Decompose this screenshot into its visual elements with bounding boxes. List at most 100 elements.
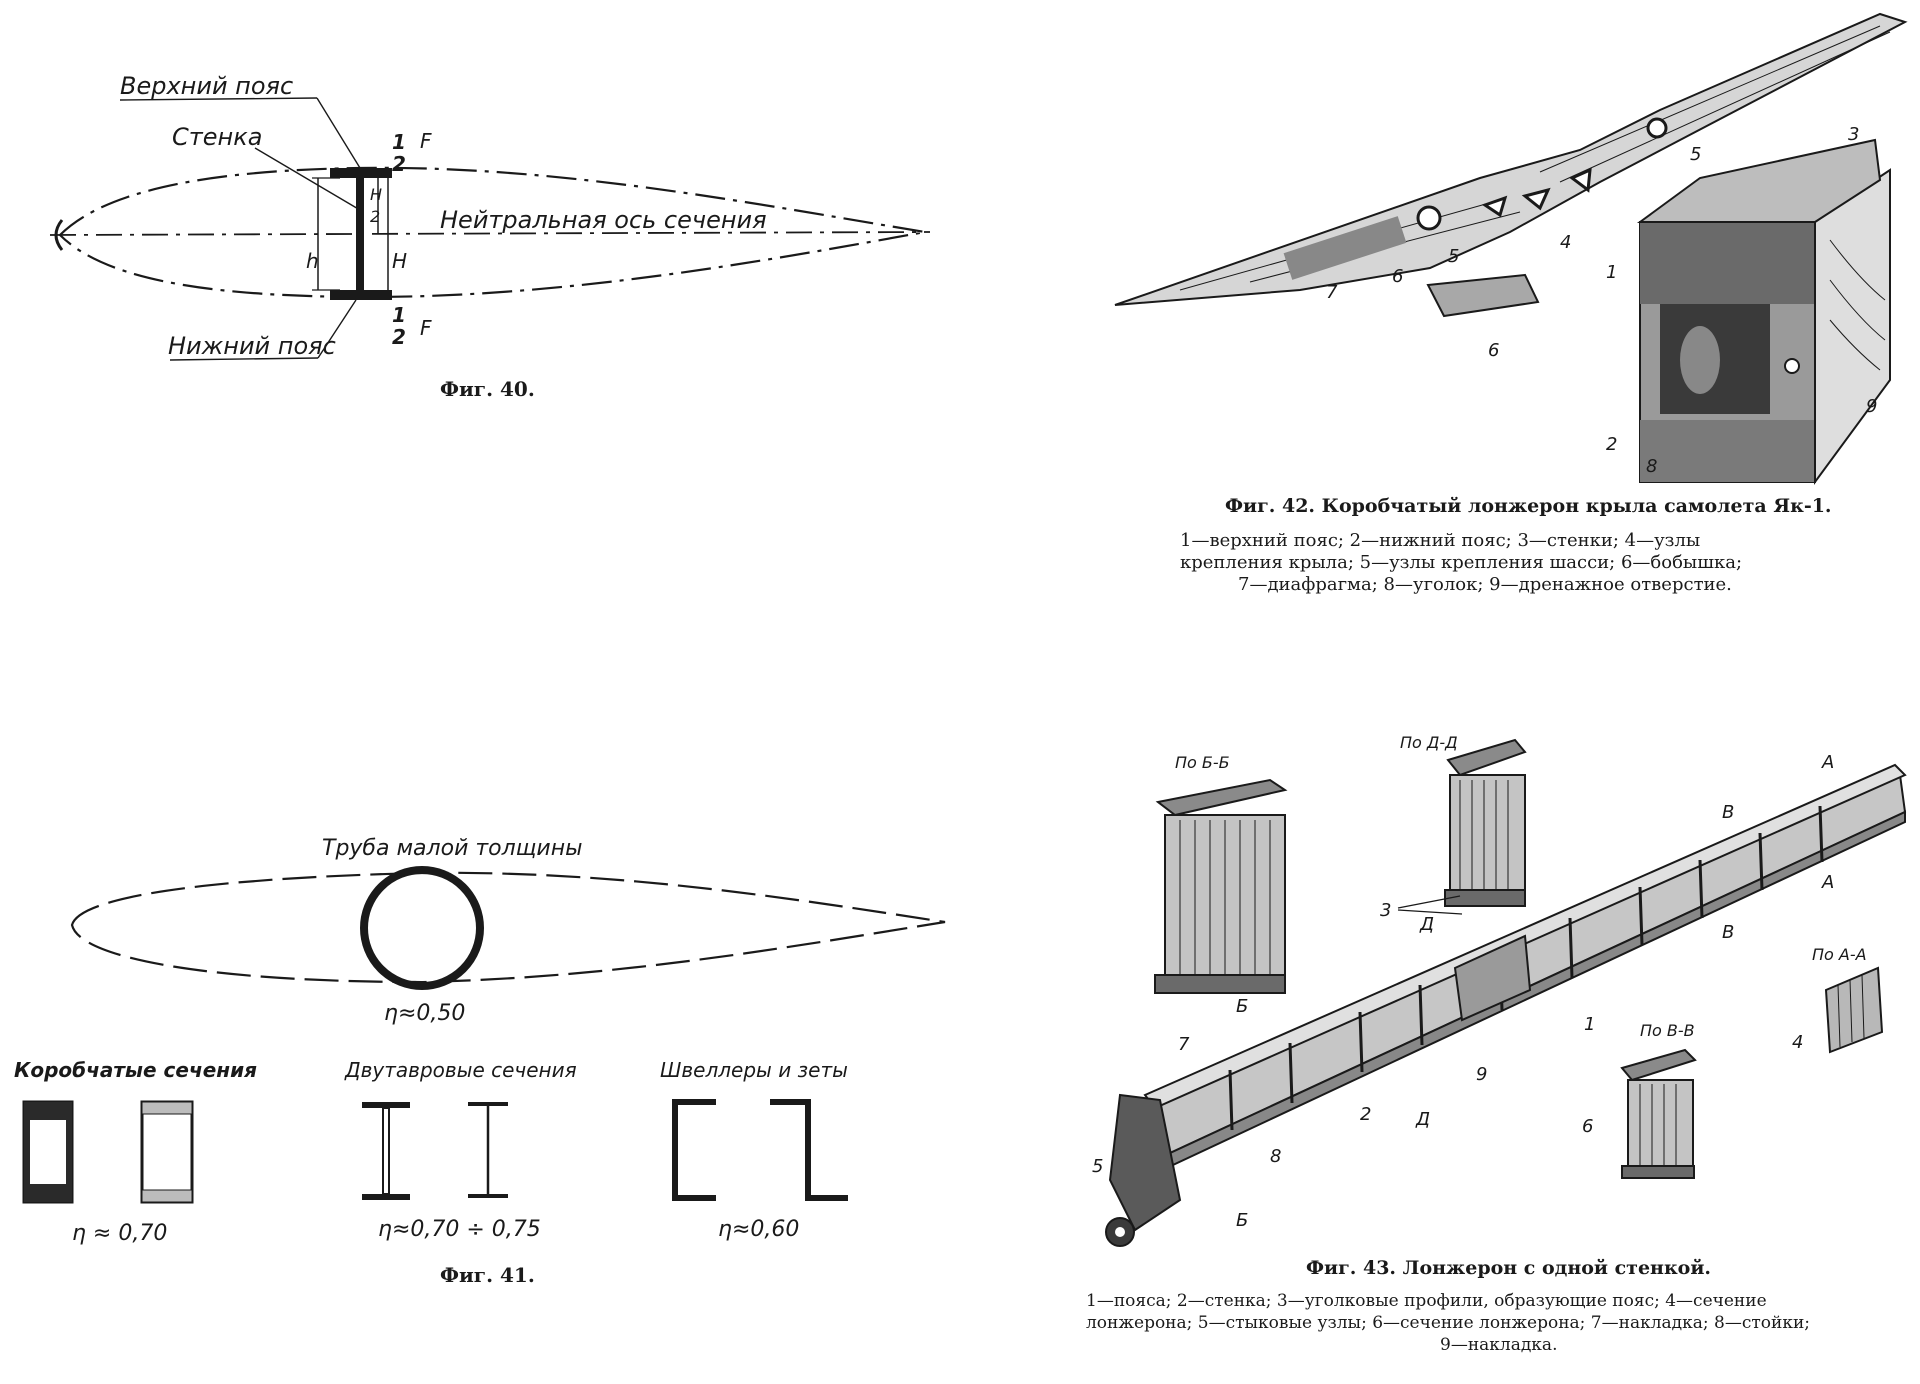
web-label: Стенка <box>172 123 262 151</box>
section-dd-flange <box>1446 738 1527 777</box>
fig43-mark-a2: А <box>1821 872 1834 893</box>
thin-tube-circle <box>360 866 484 990</box>
channel-section <box>672 1099 716 1201</box>
fig43-num2: 2 <box>1360 1104 1371 1125</box>
dim-h-label: h <box>306 249 319 273</box>
fig43: По Б-Б По Д-Д 3 5 7 8 2 9 1 Б Б Д Д В <box>1086 733 1907 1355</box>
section-bb-flange <box>1155 778 1288 817</box>
half-f-bot-den: 2 <box>392 325 406 349</box>
fig43-legend-3: 9—накладка. <box>1440 1335 1557 1355</box>
half-f-top-den: 2 <box>392 152 406 176</box>
section-dd-bottom <box>1444 889 1526 907</box>
wing-node-3 <box>1569 167 1592 193</box>
section-vv-web <box>1627 1079 1694 1171</box>
leader-lower <box>317 299 357 359</box>
section-aa-hatch <box>1837 974 1865 1048</box>
fig41: Труба малой толщины η≈0,50 Коробчатые се… <box>14 836 946 1287</box>
section-dd-web <box>1449 774 1526 894</box>
i-sections-label: Двутавровые сечения <box>344 1058 577 1082</box>
dim-H-half-den: 2 <box>370 207 380 226</box>
box-section-builtup <box>140 1100 194 1204</box>
fig42-legend-2: крепления крыла; 5—узлы крепления шасси;… <box>1180 552 1742 573</box>
section-bb-hatch <box>1179 820 1271 975</box>
fig43-legend-1: 1—пояса; 2—стенка; 3—уголковые профили, … <box>1086 1291 1767 1311</box>
fig43-num7: 7 <box>1178 1034 1190 1055</box>
web-plate <box>356 178 364 290</box>
wing-node-2 <box>1521 187 1551 211</box>
fig43-mark-b2: Б <box>1236 1210 1248 1231</box>
fig40: Верхний пояс Стенка Нижний пояс Нейтраль… <box>49 72 931 401</box>
fig43-cover-plate <box>1453 934 1532 1022</box>
fig43-mark-b1: Б <box>1236 996 1248 1017</box>
fig43-mark-v2: В <box>1722 922 1734 943</box>
fig43-mark-d2: Д <box>1415 1109 1430 1130</box>
sec-vv-label: По В-В <box>1640 1021 1695 1040</box>
section-dd-hatch <box>1459 780 1509 890</box>
fig42-top-face <box>1636 138 1882 223</box>
box-section-top-fill <box>24 1102 72 1120</box>
box-section-bottom-fill <box>24 1184 72 1202</box>
fig42-bottom-chord <box>1640 420 1815 482</box>
fig42-caption: Фиг. 42. Коробчатый лонжерон крыла самол… <box>1225 495 1832 517</box>
sec-dd-label: По Д-Д <box>1400 733 1458 752</box>
box-flange <box>141 1101 193 1115</box>
chassis-node-2 <box>1646 117 1668 139</box>
eta-box: η ≈ 0,70 <box>72 1221 167 1246</box>
thin-tube-inner <box>369 875 475 981</box>
half-f-top-num: 1 <box>392 130 406 154</box>
fig42: 7 6 5 4 5 6 3 1 2 8 9 Фиг. 42. Коробчаты… <box>1114 12 1908 595</box>
fig42-wood-grain <box>1829 239 1886 371</box>
i-section2-top <box>468 1102 508 1106</box>
fig42-num6b: 6 <box>1488 340 1499 361</box>
fig42-num5b: 5 <box>1690 144 1701 165</box>
upper-chord-label: Верхний пояс <box>120 72 293 100</box>
box-sections-label: Коробчатые сечения <box>14 1058 257 1082</box>
fig42-top-chord <box>1640 222 1815 304</box>
fig42-legend-1: 1—верхний пояс; 2—нижний пояс; 3—стенки;… <box>1180 530 1700 551</box>
leader-upper <box>316 97 361 169</box>
fig43-mark-d1: Д <box>1419 914 1434 935</box>
fig42-drain-hole <box>1784 358 1800 374</box>
i-section2-bottom <box>468 1194 508 1198</box>
sec-bb-label: По Б-Б <box>1175 753 1230 772</box>
leader-lower-ul <box>169 357 319 361</box>
fig43-mark-v1: В <box>1722 802 1734 823</box>
leader-3b <box>1397 909 1463 915</box>
sec-aa-label: По А-А <box>1812 945 1867 964</box>
half-f-top-f: F <box>420 129 432 153</box>
fig42-num3: 3 <box>1848 124 1859 145</box>
chassis-node-1 <box>1416 205 1442 231</box>
dim-H-label: H <box>392 249 407 273</box>
channels-label: Швеллеры и зеты <box>660 1058 848 1082</box>
lower-chord-label: Нижний пояс <box>168 332 336 360</box>
fig43-num4: 4 <box>1792 1032 1803 1053</box>
i-section-top <box>362 1102 410 1108</box>
fig42-boss <box>1426 273 1540 318</box>
leader-3a <box>1397 895 1461 909</box>
section-vv-flange <box>1620 1048 1697 1082</box>
leader-web <box>254 147 361 211</box>
fig43-num8: 8 <box>1270 1146 1281 1167</box>
fig42-num6a: 6 <box>1392 266 1403 287</box>
fig42-spar-body <box>1114 12 1908 306</box>
eta-i: η≈0,70 ÷ 0,75 <box>378 1217 541 1242</box>
leader-upper-ul <box>119 97 318 101</box>
fig42-drain-hole-view <box>1680 326 1720 394</box>
eta-channel: η≈0,60 <box>718 1217 799 1242</box>
fig42-num5a: 5 <box>1448 246 1459 267</box>
fig43-caption: Фиг. 43. Лонжерон с одной стенкой. <box>1306 1257 1711 1279</box>
airfoil-outline-40 <box>58 166 926 299</box>
fig43-mark-a1: А <box>1821 752 1834 773</box>
fig43-num5: 5 <box>1092 1156 1103 1177</box>
thin-tube-label: Труба малой толщины <box>322 836 582 861</box>
i-section-bottom <box>362 1194 410 1200</box>
wing-node-1 <box>1481 195 1508 218</box>
zet-section <box>770 1099 848 1201</box>
section-vv-bottom <box>1621 1165 1695 1179</box>
neutral-axis-line <box>49 231 931 236</box>
fig41-caption: Фиг. 41. <box>440 1263 535 1287</box>
box-flange <box>141 1189 193 1203</box>
fig40-caption: Фиг. 40. <box>440 377 535 401</box>
upper-chord-flange <box>330 168 392 178</box>
fig42-num7: 7 <box>1326 282 1338 303</box>
